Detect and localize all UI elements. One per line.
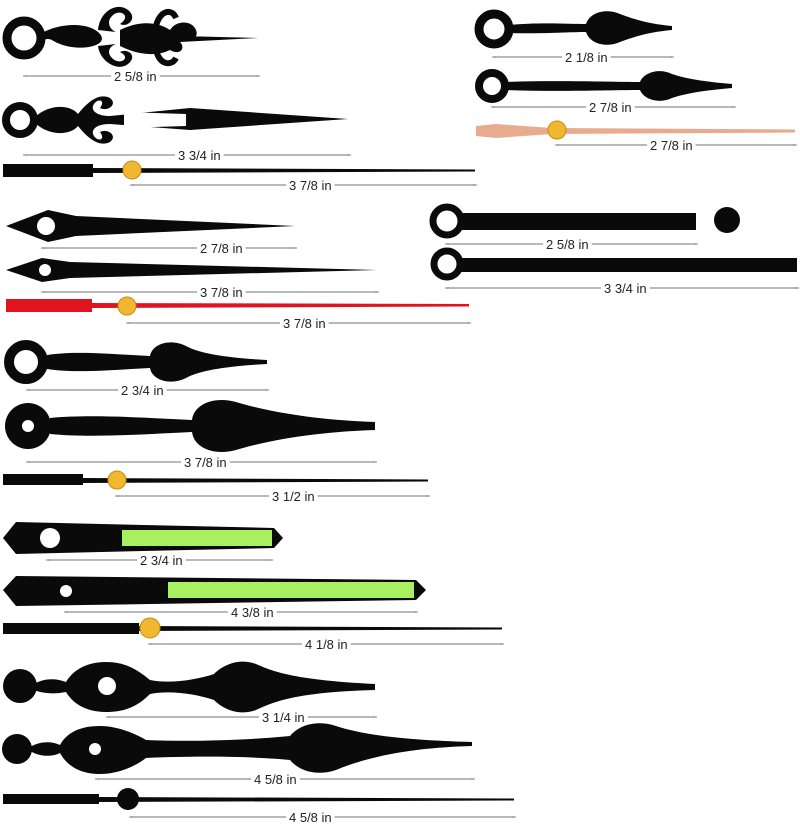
dim-label-serpentine-hour: 3 1/4 in [262, 710, 305, 725]
dim-label-backdrop [286, 177, 335, 194]
dim-label-ornate-hour: 2 5/8 in [114, 69, 157, 84]
dim-label-backdrop [197, 284, 246, 301]
dim-label-ornate-minute: 3 3/4 in [178, 148, 221, 163]
dim-label-rose-second: 2 7/8 in [650, 138, 693, 153]
spade-hour-hand [6, 210, 295, 242]
dim-label-backdrop [118, 382, 167, 399]
dim-rose-second: 2 7/8 in [555, 137, 797, 154]
dim-lume-minute: 4 3/8 in [64, 604, 418, 621]
dim-serpentine-minute: 4 5/8 in [95, 771, 475, 788]
ornate-hour-hand [2, 6, 258, 67]
dim-ornate-minute: 3 3/4 in [23, 147, 351, 164]
dim-bar-minute: 3 3/4 in [445, 280, 799, 297]
dim-label-backdrop [601, 280, 650, 297]
serpentine-minute-hand [2, 723, 472, 774]
ornate-minute-hand [2, 96, 348, 144]
dim-small-hour: 2 3/4 in [26, 382, 269, 399]
top-spade-hour-hand [474, 9, 672, 49]
dim-big-minute: 3 7/8 in [26, 454, 377, 471]
dim-label-ornate-second: 3 7/8 in [289, 178, 332, 193]
dim-label-red-second: 3 7/8 in [283, 316, 326, 331]
dim-label-backdrop [137, 552, 186, 569]
dim-label-backdrop [259, 709, 308, 726]
dim-bar-hour: 2 5/8 in [445, 236, 698, 253]
dim-label-big-minute: 3 7/8 in [184, 455, 227, 470]
bar-cap [714, 207, 740, 233]
dim-label-plain-second: 3 1/2 in [272, 489, 315, 504]
dim-label-lume-hour: 2 3/4 in [140, 553, 183, 568]
dim-label-spade-hour: 2 7/8 in [200, 241, 243, 256]
dim-serpentine-hour: 3 1/4 in [106, 709, 377, 726]
dim-label-top-hour: 2 1/8 in [565, 50, 608, 65]
dim-ornate-second: 3 7/8 in [130, 177, 477, 194]
dim-label-small-hour: 2 3/4 in [121, 383, 164, 398]
serpentine-hour-hand [3, 661, 375, 713]
dim-label-top-minute: 2 7/8 in [589, 100, 632, 115]
dim-top-minute: 2 7/8 in [491, 99, 736, 116]
dim-ornate-hour: 2 5/8 in [23, 68, 260, 85]
lume-minute-hand [3, 576, 426, 606]
ball-second-hand [3, 788, 514, 810]
dim-label-backdrop [647, 137, 696, 154]
dim-label-lume-second: 4 1/8 in [305, 637, 348, 652]
big-spade-minute-hand [5, 400, 375, 452]
bar-hour-hand [429, 203, 696, 239]
dim-lume-hour: 2 3/4 in [46, 552, 273, 569]
plain-second-hand [3, 470, 428, 490]
dim-label-serpentine-minute: 4 5/8 in [254, 772, 297, 787]
dim-label-backdrop [251, 771, 300, 788]
dim-red-second: 3 7/8 in [126, 315, 471, 332]
dim-lume-second: 4 1/8 in [148, 636, 504, 653]
dim-label-spade-minute: 3 7/8 in [200, 285, 243, 300]
dim-label-backdrop [562, 49, 611, 66]
dim-label-backdrop [175, 147, 224, 164]
dim-label-backdrop [181, 454, 230, 471]
dim-label-backdrop [543, 236, 592, 253]
dim-label-bar-minute: 3 3/4 in [604, 281, 647, 296]
rose-gold-second-hand [476, 120, 795, 140]
dim-label-backdrop [269, 488, 318, 505]
dim-label-bar-hour: 2 5/8 in [546, 237, 589, 252]
dim-spade-hour: 2 7/8 in [41, 240, 297, 257]
dim-label-backdrop [111, 68, 160, 85]
dim-label-backdrop [197, 240, 246, 257]
dim-top-hour: 2 1/8 in [492, 49, 674, 66]
spade-minute-hand [6, 258, 377, 282]
dim-label-backdrop [586, 99, 635, 116]
dim-label-backdrop [286, 809, 335, 826]
dim-label-backdrop [228, 604, 277, 621]
lume-second-hand [3, 617, 502, 639]
red-second-hand [6, 296, 469, 316]
ornate-second-hand [3, 160, 475, 180]
dim-ball-second: 4 5/8 in [129, 809, 516, 826]
dim-spade-minute: 3 7/8 in [41, 284, 379, 301]
dim-label-backdrop [302, 636, 351, 653]
dim-label-lume-minute: 4 3/8 in [231, 605, 274, 620]
dim-label-backdrop [280, 315, 329, 332]
dim-plain-second: 3 1/2 in [115, 488, 430, 505]
lume-hour-hand [3, 522, 283, 554]
dim-label-ball-second: 4 5/8 in [289, 810, 332, 825]
bar-minute-hand [430, 247, 797, 281]
top-spade-minute-hand [475, 69, 732, 103]
small-spade-hour-hand [4, 340, 267, 384]
